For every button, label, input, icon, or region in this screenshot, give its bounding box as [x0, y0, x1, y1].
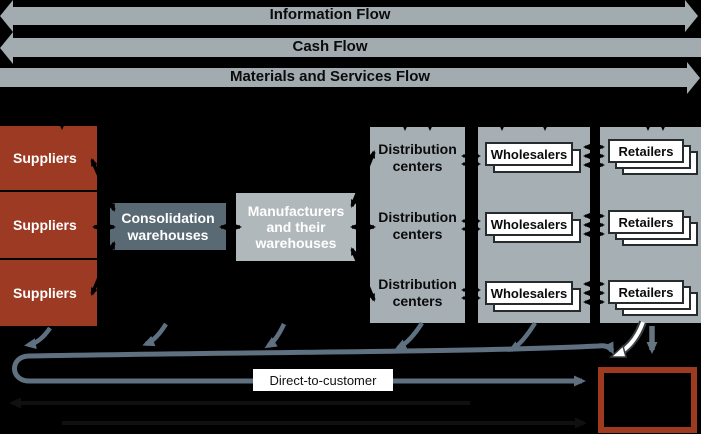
cash-flow-label: Cash Flow [292, 38, 368, 55]
suppliers-consolidation-arrows [90, 158, 116, 296]
loop-top-line [27, 341, 615, 359]
wholesaler-label: Wholesalers [490, 285, 568, 301]
manufacturers-distribution-arrows [350, 150, 376, 302]
retailer-card: Retailers [608, 280, 684, 304]
curved-drop-arrow [24, 326, 52, 350]
supplier-label: Suppliers [13, 217, 77, 233]
left-arrowhead-icon [0, 0, 13, 32]
loop-return-arrow [12, 353, 586, 387]
materials-flow-connectors [57, 90, 668, 131]
wholesalers-retailers-arrows [583, 143, 605, 306]
wholesaler-label: Wholesalers [490, 216, 568, 232]
materials-flow-bar [0, 68, 687, 87]
information-flow-label: Information Flow [269, 6, 391, 23]
manufacturers-box: Manufacturers and their warehouses [236, 193, 356, 261]
retailers-panel: Retailers Retailers Retailers [600, 127, 701, 323]
double-arrow [90, 158, 116, 212]
retailer-card: Retailers [608, 210, 684, 234]
direct-to-customer-label: Direct-to-customer [253, 369, 393, 391]
retailer-label: Retailers [618, 284, 674, 300]
information-flow-bar [12, 7, 686, 25]
wholesaler-card: Wholesalers [485, 142, 573, 166]
retailer-card: Retailers [608, 139, 684, 163]
white-arrowhead-icon [609, 344, 627, 358]
direct-to-customer-text: Direct-to-customer [269, 372, 377, 388]
retailer-label: Retailers [618, 214, 674, 230]
materials-flow-label: Materials and Services Flow [229, 68, 431, 85]
consolidation-warehouses-box: Consolidation warehouses [110, 203, 226, 250]
cash-flow-bar [12, 38, 701, 57]
left-arrowhead-icon [0, 32, 13, 64]
supplier-box: Suppliers [0, 260, 97, 326]
distribution-centers-label: Distribution centers [378, 276, 457, 309]
distribution-centers-label: Distribution centers [378, 141, 457, 174]
double-arrow [350, 247, 376, 302]
right-arrowhead-icon [685, 0, 698, 32]
manufacturers-label: Manufacturers and their warehouses [247, 202, 345, 252]
distribution-centers-label: Distribution centers [378, 209, 457, 242]
double-arrow [90, 241, 116, 296]
tier-drop-arrows [24, 321, 537, 352]
retailer-label: Retailers [618, 143, 674, 159]
wholesaler-card: Wholesalers [485, 281, 573, 305]
double-arrow [350, 150, 376, 208]
supplier-box: Suppliers [0, 192, 97, 258]
wholesaler-card: Wholesalers [485, 212, 573, 236]
consolidation-warehouses-label: Consolidation warehouses [121, 209, 215, 243]
distribution-wholesalers-arrows [461, 152, 481, 302]
supplier-label: Suppliers [13, 150, 77, 166]
curved-drop-arrow [142, 322, 168, 347]
wholesaler-label: Wholesalers [490, 146, 568, 162]
direct-to-customer-loop [12, 341, 615, 387]
supplier-box: Suppliers [0, 126, 97, 190]
wholesalers-panel: Wholesalers Wholesalers Wholesalers [478, 127, 590, 323]
curved-drop-arrow [394, 321, 424, 351]
right-arrowhead-icon [687, 62, 700, 94]
curved-drop-arrow [264, 323, 287, 349]
distribution-centers-panel: Distribution centers Distribution center… [370, 127, 465, 323]
supplier-label: Suppliers [13, 285, 77, 301]
customer-box [598, 367, 697, 433]
